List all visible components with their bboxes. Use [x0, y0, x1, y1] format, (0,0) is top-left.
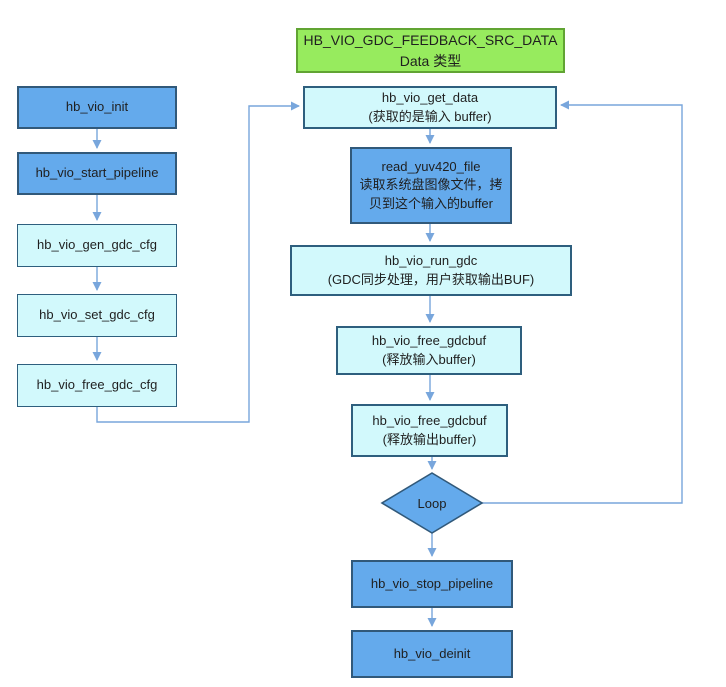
flow-node-hb-vio-set-gdc-cfg: hb_vio_set_gdc_cfg [17, 294, 177, 337]
flow-node-hb-vio-get-data: hb_vio_get_data (获取的是输入 buffer) [303, 86, 557, 129]
connector-loopback-to-getdata [482, 100, 683, 504]
node-label: hb_vio_free_gdcbuf [372, 413, 487, 429]
node-label: hb_vio_init [65, 99, 129, 115]
node-label: hb_vio_run_gdc [384, 253, 478, 269]
flow-node-hb-vio-run-gdc: hb_vio_run_gdc (GDC同步处理，用户获取输出BUF) [290, 245, 572, 296]
flow-node-hb-vio-stop-pipeline: hb_vio_stop_pipeline [351, 560, 513, 608]
flow-node-hb-vio-free-gdcbuf-output: hb_vio_free_gdcbuf (释放输出buffer) [351, 404, 508, 457]
node-desc: 读取系统盘图像文件，拷贝到这个输入的buffer [359, 177, 503, 211]
flow-node-hb-vio-start-pipeline: hb_vio_start_pipeline [17, 152, 177, 195]
title-line2: Data 类型 [399, 52, 462, 69]
node-label: hb_vio_free_gdcbuf [371, 333, 487, 349]
loop-diamond-label: Loop [417, 495, 447, 511]
flow-node-hb-vio-init: hb_vio_init [17, 86, 177, 129]
node-desc: (释放输出buffer) [382, 431, 477, 447]
node-desc: (获取的是输入 buffer) [368, 108, 492, 124]
title-box: HB_VIO_GDC_FEEDBACK_SRC_DATA Data 类型 [296, 28, 565, 73]
node-label: hb_vio_deinit [393, 645, 471, 661]
node-label: hb_vio_get_data [381, 90, 479, 106]
flow-node-hb-vio-free-gdcbuf-input: hb_vio_free_gdcbuf (释放输入buffer) [336, 326, 522, 375]
node-desc: (GDC同步处理，用户获取输出BUF) [327, 271, 535, 287]
node-label: hb_vio_free_gdc_cfg [36, 377, 158, 393]
node-label: hb_vio_start_pipeline [35, 165, 159, 181]
node-desc: (释放输入buffer) [382, 351, 476, 367]
node-label: hb_vio_stop_pipeline [370, 575, 494, 591]
flow-node-read-yuv420-file: read_yuv420_file 读取系统盘图像文件，拷贝到这个输入的buffe… [350, 147, 512, 224]
node-label: hb_vio_set_gdc_cfg [39, 307, 155, 323]
node-label: read_yuv420_file [381, 159, 481, 175]
flow-node-hb-vio-free-gdc-cfg: hb_vio_free_gdc_cfg [17, 364, 177, 407]
flow-node-hb-vio-deinit: hb_vio_deinit [351, 630, 513, 678]
node-label: hb_vio_gen_gdc_cfg [37, 237, 157, 253]
flow-node-hb-vio-gen-gdc-cfg: hb_vio_gen_gdc_cfg [17, 224, 177, 267]
title-line1: HB_VIO_GDC_FEEDBACK_SRC_DATA [303, 32, 558, 49]
